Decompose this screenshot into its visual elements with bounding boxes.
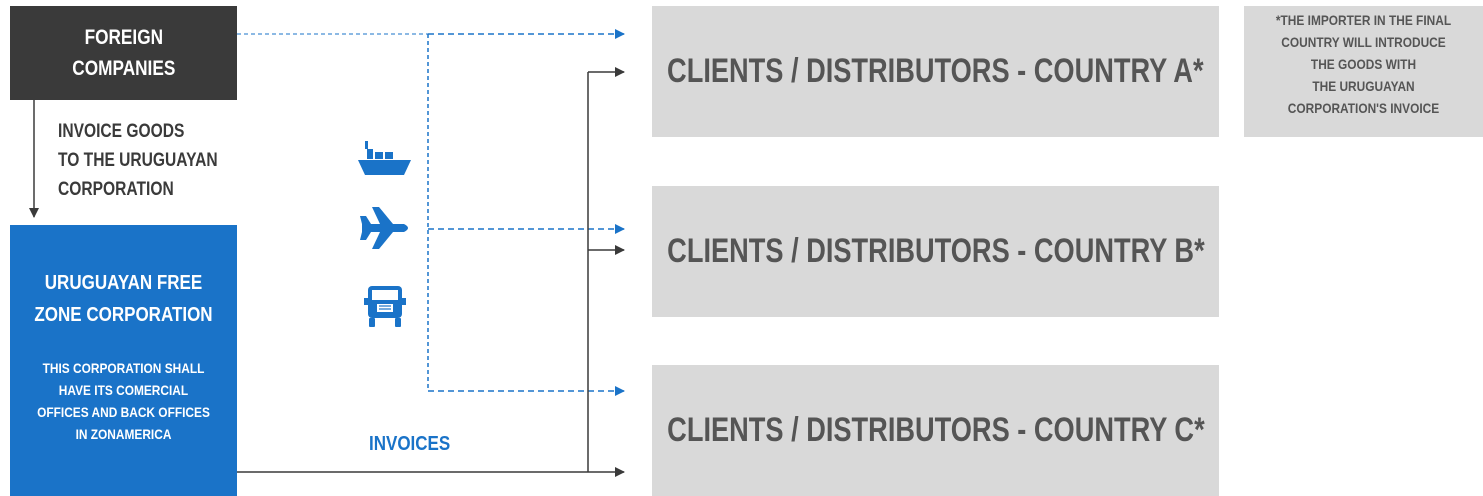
foreign-label-line-1: FOREIGN (84, 26, 163, 49)
invoice-goods-line-1: INVOICE GOODS (58, 121, 185, 142)
truck-icon (364, 286, 406, 327)
importer-note-box: *THE IMPORTER IN THE FINAL COUNTRY WILL … (1244, 6, 1483, 137)
uruguayan-description: THIS CORPORATION SHALL HAVE ITS COMERCIA… (10, 357, 237, 445)
invoice-goods-caption: INVOICE GOODS TO THE URUGUAYAN CORPORATI… (58, 117, 253, 204)
uruguayan-desc-line-3: OFFICES AND BACK OFFICES (37, 404, 210, 420)
uruguayan-title-line-1: URUGUAYAN FREE (44, 272, 203, 294)
uruguayan-desc-line-2: HAVE ITS COMERCIAL (58, 382, 189, 398)
uruguayan-desc-line-4: IN ZONAMERICA (75, 426, 172, 442)
foreign-companies-box: FOREIGN COMPANIES (10, 6, 237, 100)
foreign-label-line-2: COMPANIES (71, 57, 176, 80)
client-label-c: CLIENTS / DISTRIBUTORS - COUNTRY C* (666, 411, 1205, 449)
note-line-4: THE URUGUAYAN (1312, 78, 1415, 94)
uruguayan-corporation-box: URUGUAYAN FREE ZONE CORPORATION THIS COR… (10, 225, 237, 496)
client-box-country-c: CLIENTS / DISTRIBUTORS - COUNTRY C* (652, 365, 1219, 496)
uruguayan-desc-line-1: THIS CORPORATION SHALL (42, 360, 205, 376)
client-box-country-a: CLIENTS / DISTRIBUTORS - COUNTRY A* (652, 6, 1219, 137)
note-line-5: CORPORATION'S INVOICE (1287, 100, 1440, 116)
client-box-country-b: CLIENTS / DISTRIBUTORS - COUNTRY B* (652, 186, 1219, 317)
invoice-goods-line-3: CORPORATION (58, 179, 174, 200)
note-line-3: THE GOODS WITH (1310, 56, 1417, 72)
uruguayan-title-line-2: ZONE CORPORATION (34, 304, 213, 326)
airplane-icon (360, 207, 408, 249)
invoice-goods-line-2: TO THE URUGUAYAN (58, 150, 218, 171)
invoices-label: INVOICES (369, 433, 451, 455)
uruguayan-title: URUGUAYAN FREE ZONE CORPORATION (10, 267, 237, 331)
client-label-b: CLIENTS / DISTRIBUTORS - COUNTRY B* (666, 232, 1205, 270)
client-label-a: CLIENTS / DISTRIBUTORS - COUNTRY A* (667, 52, 1204, 90)
ship-icon (358, 141, 411, 175)
note-line-2: COUNTRY WILL INTRODUCE (1281, 34, 1446, 50)
note-line-1: *THE IMPORTER IN THE FINAL (1275, 12, 1452, 28)
